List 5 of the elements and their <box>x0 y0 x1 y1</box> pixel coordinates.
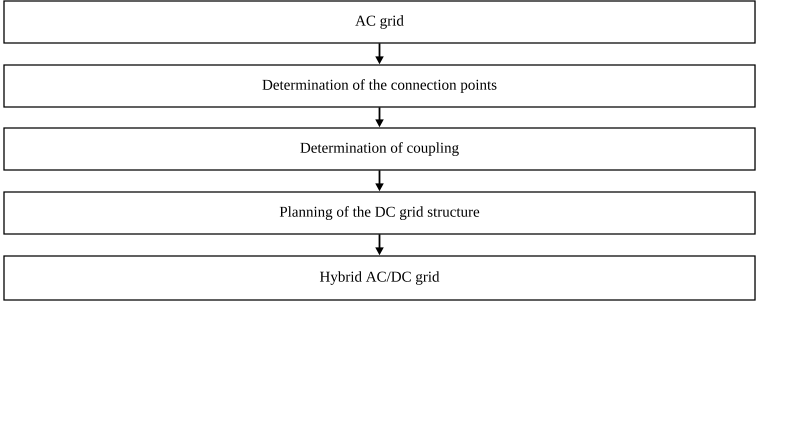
process-box: Determination of coupling <box>3 127 756 171</box>
process-box: Determination of the connection points <box>3 64 756 108</box>
process-box: AC grid <box>3 0 756 44</box>
process-box: Planning of the DC grid structure <box>3 191 756 235</box>
process-box: Hybrid AC/DC grid <box>3 255 756 301</box>
